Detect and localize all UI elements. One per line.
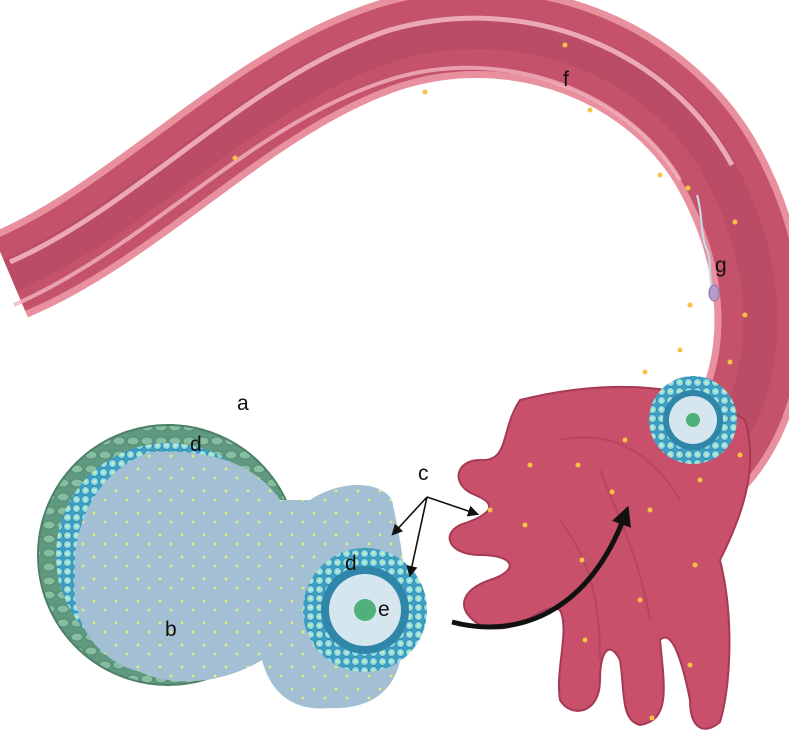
label-c: c — [418, 462, 429, 485]
label-d-oocyte: d — [345, 552, 357, 575]
label-e: e — [378, 598, 390, 621]
label-d-follicle: d — [190, 433, 202, 456]
label-g: g — [715, 254, 727, 277]
label-b: b — [165, 618, 177, 641]
oocyte-in-tube — [649, 376, 737, 464]
label-a: a — [237, 392, 249, 415]
label-f: f — [563, 68, 569, 91]
released-oocyte — [303, 548, 427, 672]
nucleus — [354, 599, 376, 621]
